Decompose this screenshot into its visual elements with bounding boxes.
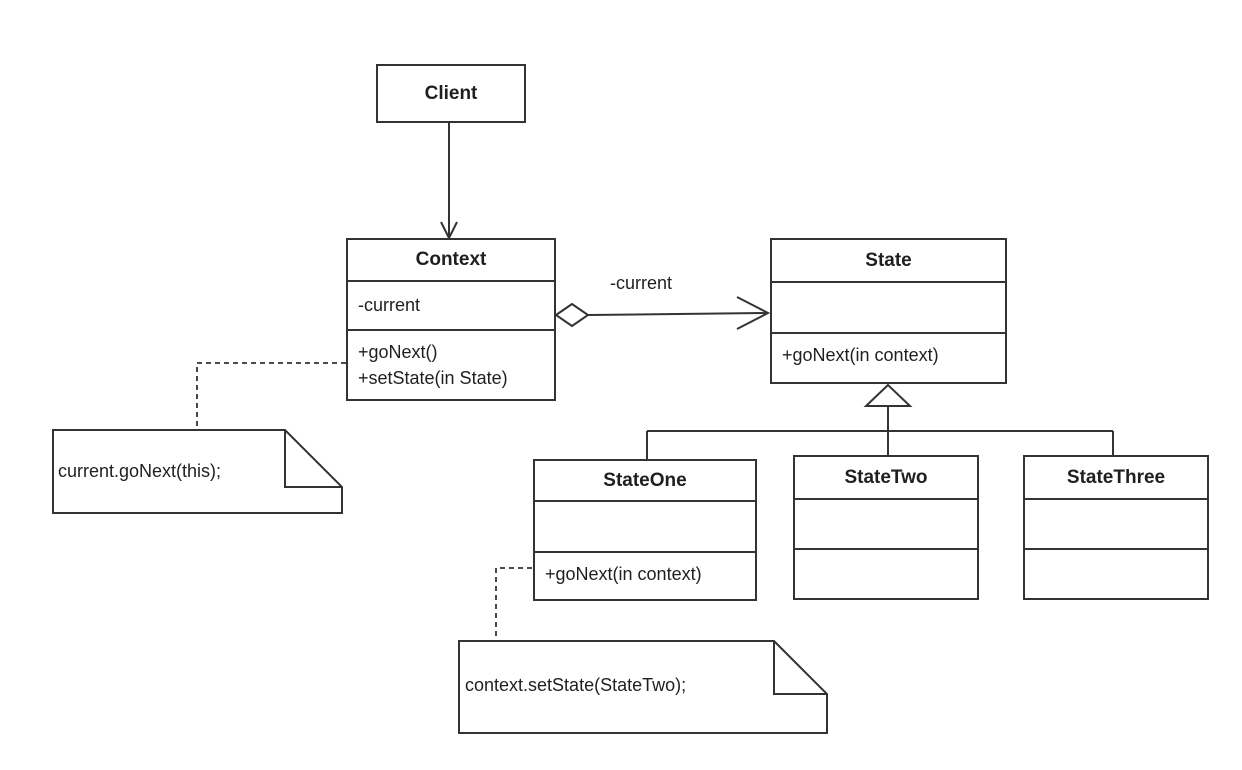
class-stateone-methods: +goNext(in context) <box>535 553 755 599</box>
class-stateone-attributes <box>535 502 755 553</box>
method-item: +goNext(in context) <box>782 345 939 365</box>
class-state-methods: +goNext(in context) <box>772 334 1005 382</box>
aggregation-diamond-icon <box>554 302 590 328</box>
class-client-title: Client <box>424 82 478 104</box>
class-context-methods: +goNext() +setState(in State) <box>348 331 554 399</box>
open-arrowhead-icon <box>736 296 771 330</box>
state-generalization-tree <box>646 383 1114 459</box>
class-statethree: StateThree <box>1023 455 1209 600</box>
class-stateone: StateOne +goNext(in context) <box>533 459 757 601</box>
class-statetwo-methods <box>795 550 977 598</box>
method-item: +goNext(in context) <box>545 564 702 584</box>
class-context-title: Context <box>348 240 554 282</box>
client-to-context-arrow <box>440 123 458 241</box>
class-statethree-methods <box>1025 550 1207 598</box>
note1-fold-icon <box>284 430 342 488</box>
note2-text: context.setState(StateTwo); <box>465 675 687 695</box>
class-statetwo: StateTwo <box>793 455 979 600</box>
method-item: +goNext() <box>358 342 438 362</box>
class-state-title: State <box>772 240 1005 283</box>
aggregation-label: -current <box>609 273 672 293</box>
arrowhead-down-icon <box>440 221 458 241</box>
class-stateone-title: StateOne <box>535 461 755 502</box>
generalization-triangle-icon <box>863 383 913 407</box>
class-context: Context -current +goNext() +setState(in … <box>346 238 556 401</box>
note1-dashed-connector <box>196 362 346 429</box>
method-item: +setState(in State) <box>358 368 508 388</box>
attribute-item: -current <box>358 295 421 315</box>
note1-text: current.goNext(this); <box>58 461 222 481</box>
context-state-aggregation <box>554 296 771 330</box>
class-context-attributes: -current <box>348 282 554 331</box>
note2-dashed-connector <box>495 567 532 640</box>
class-statetwo-attributes <box>795 500 977 550</box>
class-statethree-attributes <box>1025 500 1207 550</box>
class-client: Client <box>376 64 526 123</box>
class-statetwo-title: StateTwo <box>795 457 977 500</box>
note2-fold-icon <box>773 641 827 695</box>
class-state-attributes <box>772 283 1005 334</box>
class-state: State +goNext(in context) <box>770 238 1007 384</box>
class-statethree-title: StateThree <box>1025 457 1207 500</box>
